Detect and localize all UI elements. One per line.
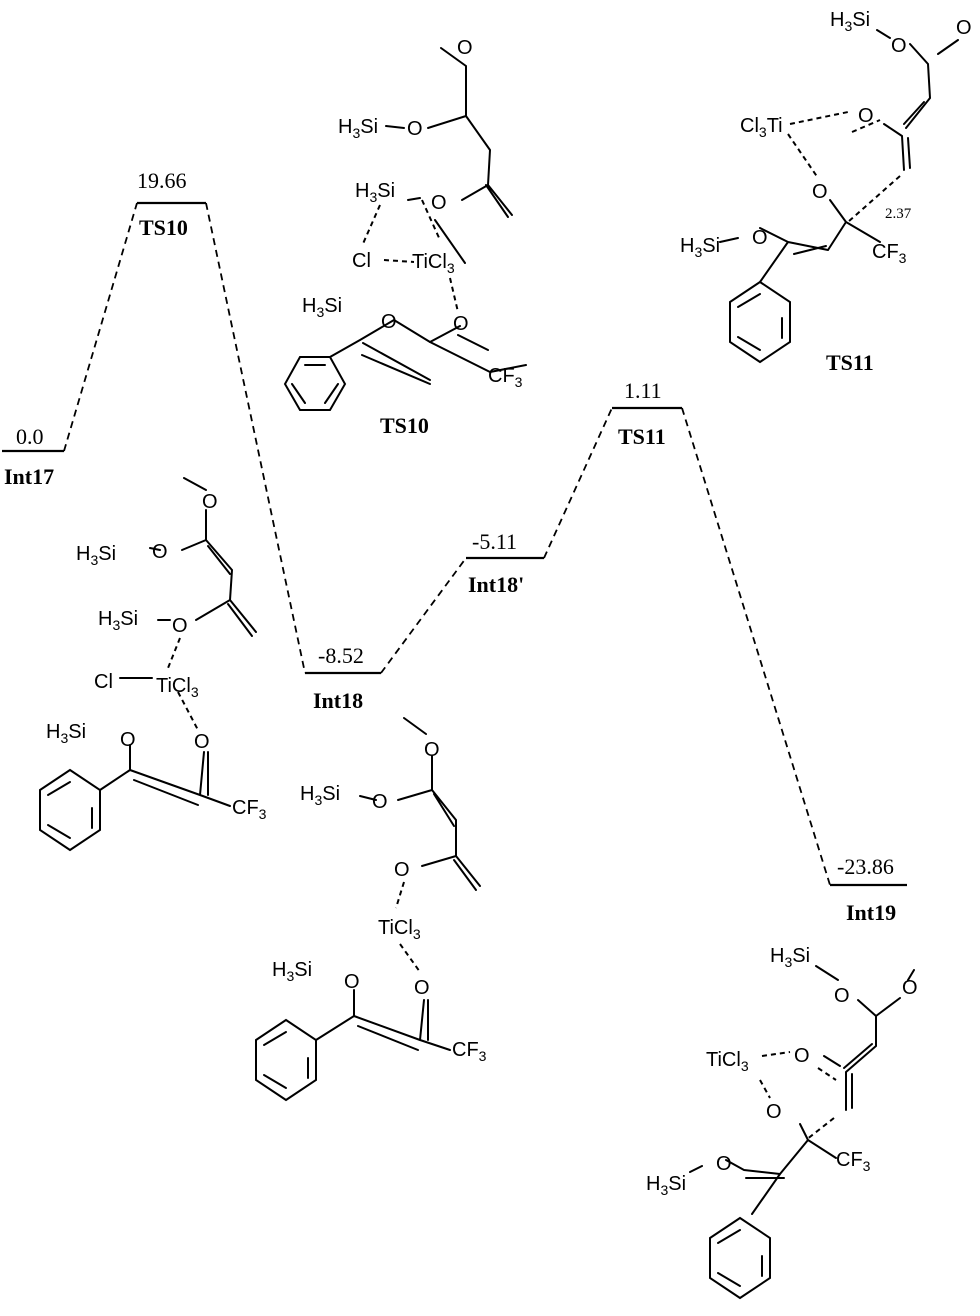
structure-label-ts11: TS11 — [826, 350, 874, 375]
svg-text:Cl: Cl — [94, 671, 113, 693]
svg-text:O: O — [766, 1101, 782, 1123]
svg-text:H3Si: H3Si — [830, 9, 870, 34]
svg-text:O: O — [431, 192, 447, 214]
svg-text:H3Si: H3Si — [302, 295, 342, 320]
label-int18p: Int18' — [468, 572, 524, 597]
svg-text:Cl3Ti: Cl3Ti — [740, 115, 783, 140]
svg-text:O: O — [794, 1045, 810, 1067]
structure-ts11: H3Si O O Cl3Ti O O 2.37 CF3 H3Si O TS11 — [680, 9, 972, 375]
svg-text:O: O — [407, 118, 423, 140]
svg-text:CF3: CF3 — [488, 365, 523, 390]
svg-text:O: O — [394, 859, 410, 881]
energy-int17: 0.0 — [16, 424, 44, 449]
energy-int18p: -5.11 — [472, 529, 517, 554]
svg-text:O: O — [457, 37, 473, 59]
svg-text:TiCl3: TiCl3 — [706, 1049, 749, 1074]
svg-text:TiCl3: TiCl3 — [412, 251, 455, 276]
svg-text:H3Si: H3Si — [76, 543, 116, 568]
svg-text:O: O — [716, 1153, 732, 1175]
svg-text:TiCl3: TiCl3 — [378, 917, 421, 942]
level-texts: 0.0 Int17 19.66 TS10 -8.52 Int18 -5.11 I… — [4, 168, 896, 925]
svg-text:H3Si: H3Si — [355, 180, 395, 205]
svg-text:O: O — [344, 971, 360, 993]
label-int19: Int19 — [846, 900, 896, 925]
svg-text:O: O — [752, 227, 768, 249]
energy-levels — [2, 201, 907, 887]
svg-text:O: O — [202, 491, 218, 513]
connector-int17-ts10 — [63, 202, 138, 452]
svg-text:H3Si: H3Si — [338, 116, 378, 141]
structure-int19: H3Si O O TiCl3 O O CF3 H3Si O — [646, 945, 918, 1300]
svg-text:H3Si: H3Si — [646, 1173, 686, 1198]
energy-ts10: 19.66 — [137, 168, 187, 193]
structure-int18: H3Si O O O TiCl3 H3Si O O CF3 — [255, 717, 487, 1102]
svg-text:O: O — [194, 731, 210, 753]
energy-int19: -23.86 — [837, 854, 894, 879]
svg-text:O: O — [453, 313, 469, 335]
svg-text:H3Si: H3Si — [98, 608, 138, 633]
connector-int18-int18p — [380, 557, 467, 674]
svg-text:O: O — [812, 181, 828, 203]
svg-text:H3Si: H3Si — [770, 945, 810, 970]
svg-text:O: O — [414, 977, 430, 999]
energy-ts11: 1.11 — [624, 378, 662, 403]
svg-text:O: O — [120, 729, 136, 751]
svg-text:O: O — [902, 977, 918, 999]
distance-label: 2.37 — [885, 206, 912, 222]
svg-text:O: O — [172, 615, 188, 637]
svg-text:CF3: CF3 — [872, 241, 907, 266]
connector-ts11-int19 — [681, 407, 831, 886]
svg-text:CF3: CF3 — [232, 797, 267, 822]
svg-text:H3Si: H3Si — [272, 959, 312, 984]
connector-int18p-ts11 — [543, 407, 613, 559]
svg-text:O: O — [858, 105, 874, 127]
svg-text:TiCl3: TiCl3 — [156, 675, 199, 700]
level-connectors — [63, 202, 831, 886]
structure-label-ts10: TS10 — [380, 413, 429, 438]
svg-text:O: O — [152, 541, 168, 563]
svg-text:O: O — [956, 17, 972, 39]
label-int18: Int18 — [313, 688, 363, 713]
energy-int18: -8.52 — [318, 643, 364, 668]
svg-text:Cl: Cl — [352, 250, 371, 272]
label-ts10: TS10 — [139, 215, 188, 240]
connector-ts10-int18 — [205, 202, 306, 674]
svg-text:O: O — [372, 791, 388, 813]
svg-text:CF3: CF3 — [452, 1039, 487, 1064]
svg-text:H3Si: H3Si — [46, 721, 86, 746]
svg-text:O: O — [381, 311, 397, 333]
structure-ts10: H3Si O O H3Si O Cl TiCl3 H3Si O O CF3 TS… — [283, 37, 527, 438]
svg-text:O: O — [424, 739, 440, 761]
svg-text:O: O — [834, 985, 850, 1007]
svg-text:H3Si: H3Si — [300, 783, 340, 808]
svg-text:H3Si: H3Si — [680, 235, 720, 260]
label-ts11: TS11 — [618, 424, 666, 449]
svg-text:CF3: CF3 — [836, 1149, 871, 1174]
structure-int17: H3Si O O H3Si O Cl TiCl3 H3Si O O CF3 — [39, 477, 267, 852]
label-int17: Int17 — [4, 464, 54, 489]
svg-text:O: O — [891, 35, 907, 57]
